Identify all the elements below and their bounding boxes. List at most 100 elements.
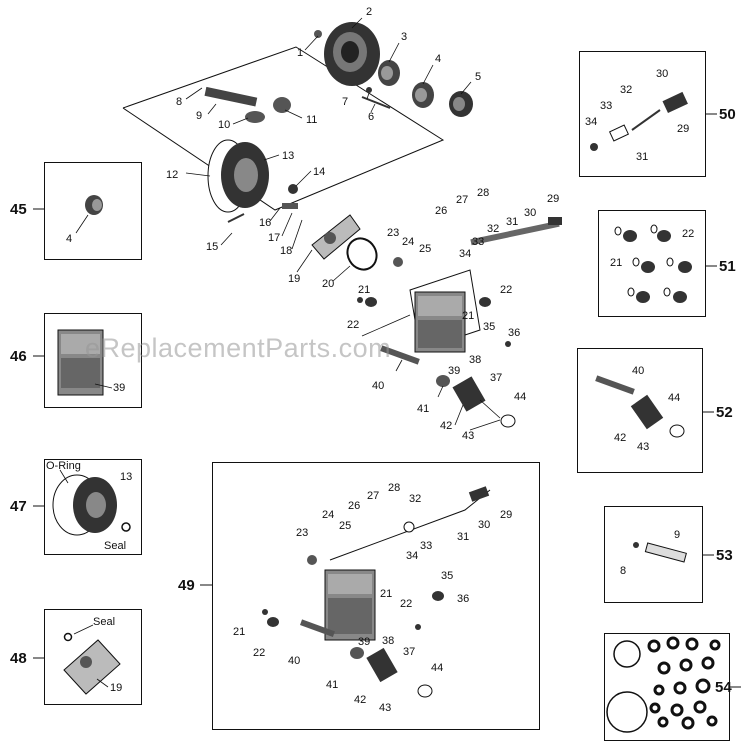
part-11-cap — [273, 97, 291, 113]
part-callout: 22 — [253, 647, 266, 659]
part-callout: 34 — [585, 116, 598, 128]
part-callout: 21 — [462, 310, 475, 322]
part-callout: 41 — [326, 679, 339, 691]
kit-54-art — [606, 636, 721, 733]
kit-51-art — [614, 224, 692, 303]
part-callout: 39 — [113, 382, 126, 394]
part-callout: 40 — [632, 365, 645, 377]
part-callout: 3 — [401, 31, 408, 43]
part-callout: 28 — [388, 482, 401, 494]
part-callout: 24 — [322, 509, 335, 521]
part-callout: 24 — [402, 236, 415, 248]
part-callout: 29 — [500, 509, 513, 521]
kit-number: 47 — [10, 498, 27, 515]
part-callout: 26 — [348, 500, 361, 512]
part-callout: 21 — [380, 588, 393, 600]
part-callout: 11 — [306, 114, 318, 126]
kit-number: 45 — [10, 201, 27, 218]
seal-label: Seal — [93, 616, 116, 628]
part-callout: 42 — [614, 432, 627, 444]
kit-51-box — [598, 210, 706, 317]
part-callout: 18 — [280, 245, 293, 257]
part-callout: 23 — [387, 227, 400, 239]
part-callout: 36 — [457, 593, 470, 605]
kit-number: 52 — [716, 404, 733, 421]
part-callout: 31 — [636, 151, 649, 163]
part-39-pump-block — [414, 291, 466, 353]
part-callout: 25 — [419, 243, 432, 255]
kit-53-box — [604, 506, 703, 603]
part-1 — [314, 30, 322, 38]
kit-50-art — [590, 91, 688, 151]
part-callout: 44 — [668, 392, 681, 404]
part-callout: 41 — [417, 403, 430, 415]
part-callout: 30 — [524, 207, 537, 219]
part-callout: 20 — [322, 278, 335, 290]
kit-53-art — [633, 542, 687, 563]
part-callout: 14 — [313, 166, 326, 178]
part-callout: 39 — [448, 365, 461, 377]
kit-50-box — [579, 51, 706, 177]
kit-52-art — [595, 375, 685, 438]
kit-number: 49 — [178, 577, 195, 594]
part-callout: 32 — [620, 84, 633, 96]
kit-number: 51 — [719, 258, 736, 275]
kit-47-box — [44, 459, 142, 555]
part-callout: 27 — [367, 490, 380, 502]
part-callout: 16 — [259, 217, 272, 229]
parts-35-38 — [479, 297, 511, 347]
part-callout: 40 — [288, 655, 301, 667]
kit-45-box — [44, 162, 142, 260]
part-callout: 4 — [435, 53, 442, 65]
part-14 — [288, 184, 298, 194]
part-callout: 13 — [282, 150, 295, 162]
part-callout: 22 — [400, 598, 413, 610]
part-callout: 7 — [342, 96, 349, 108]
part-callout: 44 — [431, 662, 444, 674]
part-callout: 5 — [475, 71, 482, 83]
part-callout: 34 — [406, 550, 419, 562]
part-callout: 22 — [682, 228, 695, 240]
parts-21-22 — [357, 297, 377, 307]
part-callout: 32 — [409, 493, 422, 505]
part-callout: 43 — [462, 430, 475, 442]
kit-number: 48 — [10, 650, 27, 667]
seal-label: Seal — [104, 540, 127, 552]
part-callout: 44 — [514, 391, 527, 403]
part-callout: 21 — [358, 284, 371, 296]
part-callout: 15 — [206, 241, 219, 253]
kit-number: 53 — [716, 547, 733, 564]
part-callout: 40 — [372, 380, 385, 392]
kit-46-art — [57, 329, 113, 396]
part-15-16-17-18 — [227, 203, 298, 223]
part-callout: 26 — [435, 205, 448, 217]
kit-52-box — [577, 348, 703, 473]
part-19-flange — [311, 214, 361, 260]
part-callout: 6 — [368, 111, 375, 123]
part-callout: 33 — [600, 100, 613, 112]
kit-49-box — [212, 462, 540, 730]
kit-number: 46 — [10, 348, 27, 365]
parts-40-44 — [380, 345, 516, 428]
part-callout: 34 — [459, 248, 472, 260]
part-callout: 29 — [547, 193, 560, 205]
o-ring-label: O-Ring — [46, 460, 81, 472]
part-callout: 33 — [472, 236, 485, 248]
part-callout: 29 — [677, 123, 690, 135]
kit-45-art — [75, 195, 103, 234]
kit-48-box — [44, 609, 142, 705]
part-callout: 39 — [358, 636, 371, 648]
part-9-pin — [204, 86, 258, 107]
part-callout: 37 — [490, 372, 503, 384]
part-callout: 28 — [477, 187, 490, 199]
part-callout: 27 — [456, 194, 469, 206]
part-callout: 43 — [637, 441, 650, 453]
part-10-spring — [245, 111, 265, 123]
part-callout: 9 — [196, 110, 203, 122]
part-callout: 30 — [478, 519, 491, 531]
kit-54-box — [604, 633, 730, 741]
part-callout: 36 — [508, 327, 521, 339]
part-4 — [412, 82, 434, 108]
